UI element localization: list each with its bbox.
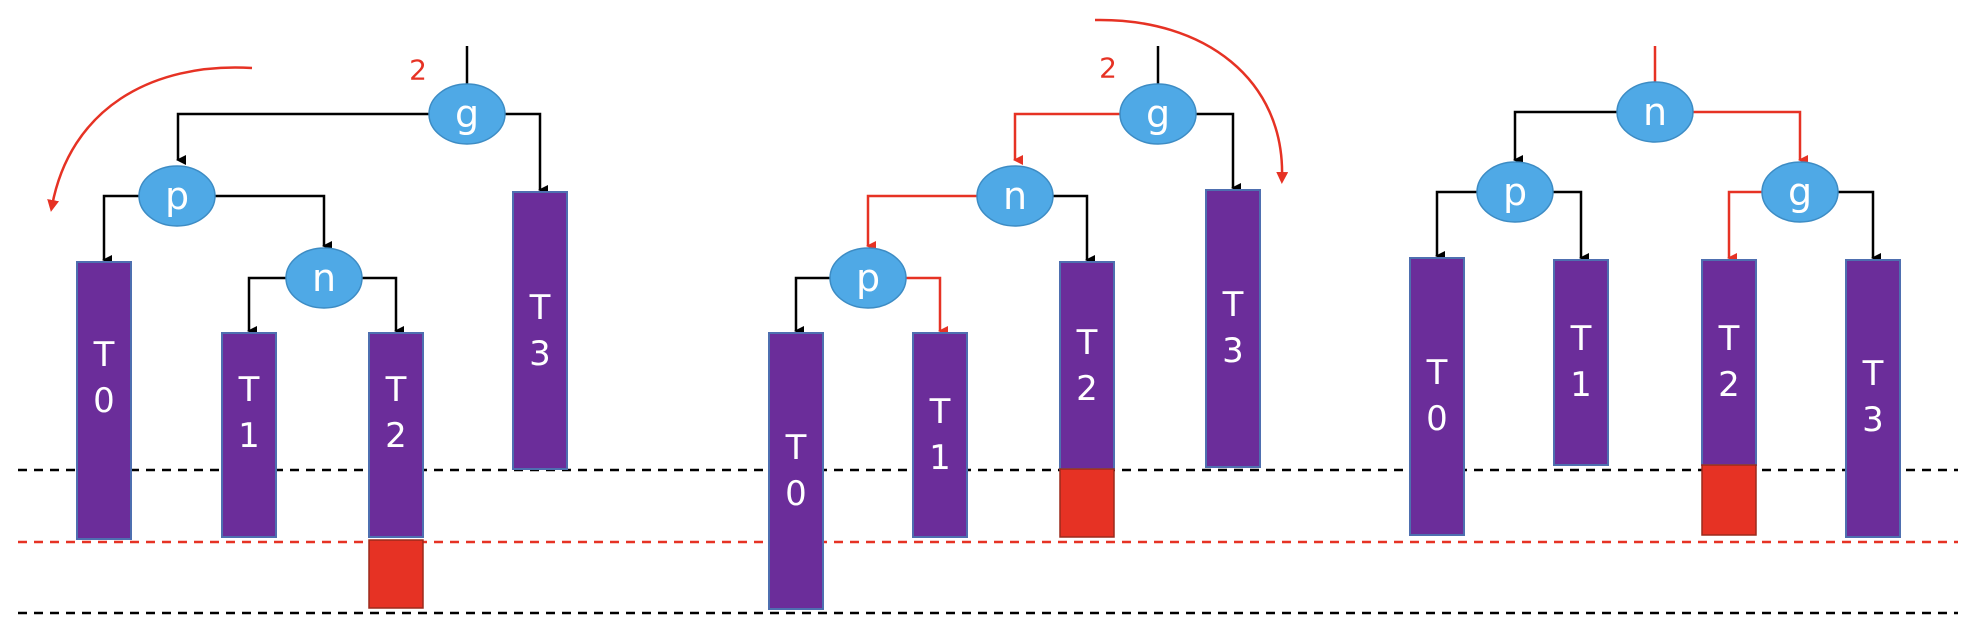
edge-g-t3 [1194,112,1241,193]
edge-p-t0 [102,194,140,265]
svg-text:T1: T1 [929,392,951,478]
extra-height-block [368,539,424,609]
edge-n-t2 [362,276,404,336]
edge-n-p [1513,110,1618,165]
extra-height-block [1701,464,1757,536]
svg-text:T3: T3 [1862,354,1884,440]
node-g: g [1119,83,1197,145]
rotation-arrow [1094,18,1289,184]
node-p: p [829,247,907,309]
node-n: n [976,165,1054,227]
svg-text:T0: T0 [1426,353,1448,439]
svg-text:p: p [856,256,880,300]
node-p: p [138,165,216,227]
node-g: g [428,83,506,145]
svg-text:T0: T0 [93,335,115,421]
rotation-arrow [47,66,253,212]
svg-text:n: n [1003,174,1027,218]
svg-text:n: n [1643,90,1667,134]
node-p: p [1476,161,1554,223]
svg-text:T2: T2 [1076,323,1098,409]
edge-g-t2 [1727,190,1762,263]
edge-p-n [215,194,332,251]
node-n: n [1616,81,1694,143]
svg-text:n: n [312,256,336,300]
svg-text:p: p [1503,170,1527,214]
svg-text:p: p [165,174,189,218]
balance-factor-label: 2 [409,54,427,87]
svg-text:T3: T3 [1222,285,1244,371]
node-n: n [285,247,363,309]
edge-g-t3 [504,112,548,195]
edge-p-t0 [1435,190,1478,261]
svg-text:g: g [1788,170,1812,214]
svg-text:T3: T3 [529,288,551,374]
edge-p-t1 [905,276,948,336]
edge-g-p [176,112,432,165]
extra-height-block [1059,468,1115,538]
edge-g-n [1013,112,1122,165]
svg-text:T2: T2 [1718,319,1740,405]
svg-text:T0: T0 [785,428,807,514]
svg-text:g: g [455,92,479,136]
node-g: g [1761,161,1839,223]
svg-text:g: g [1146,92,1170,136]
edge-n-p [866,194,977,251]
edge-p-t0 [794,276,831,336]
svg-text:T1: T1 [238,370,260,456]
edge-n-g [1692,110,1808,165]
svg-text:T1: T1 [1570,319,1592,405]
balance-factor-label: 2 [1099,52,1117,85]
edge-g-t3 [1838,190,1881,263]
edge-n-t1 [247,276,288,336]
svg-text:T2: T2 [385,370,407,456]
edge-p-t1 [1552,190,1589,263]
edge-n-t2 [1053,194,1095,265]
